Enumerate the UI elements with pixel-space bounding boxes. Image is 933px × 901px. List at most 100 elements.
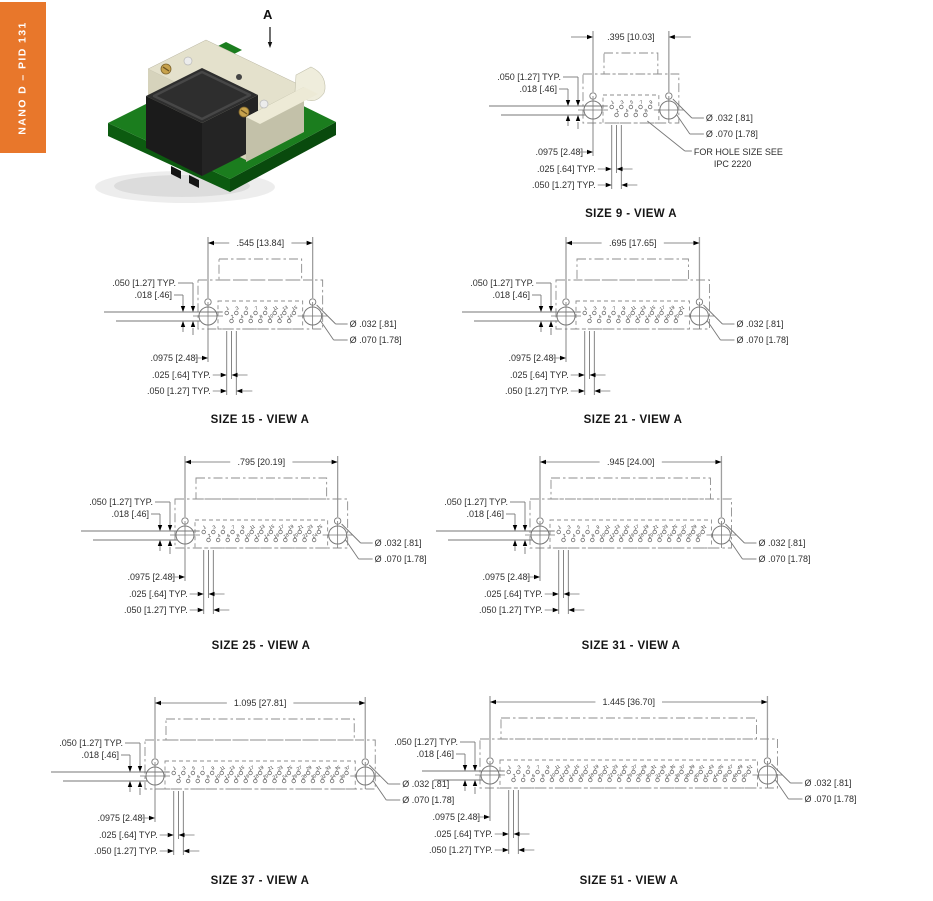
- drawing-title-size25: SIZE 25 - VIEW A: [211, 640, 311, 652]
- pin-number: 12: [635, 313, 643, 321]
- pin-field-outline: [575, 300, 690, 330]
- arrowhead: [155, 700, 161, 706]
- shell-hole: [259, 99, 269, 109]
- pin-number: 30: [310, 773, 318, 781]
- pin-number: 2: [230, 314, 235, 321]
- pin-hole: [334, 770, 340, 776]
- callout-left-050: .050 [1.27] TYP.: [112, 278, 176, 288]
- pin-hole: [244, 537, 250, 543]
- arrowhead: [563, 591, 570, 597]
- pin-number: 18: [638, 532, 646, 540]
- callout-025: .025 [.64] TYP.: [510, 370, 569, 380]
- arrowhead: [715, 459, 722, 465]
- pin-hole: [580, 537, 585, 543]
- pin-hole: [325, 770, 330, 776]
- jackpost-hole: [181, 517, 189, 525]
- pin-number: 6: [226, 533, 231, 540]
- arrowhead: [565, 115, 571, 121]
- pin-number: 27: [681, 524, 689, 532]
- callout-0975: .0975 [2.48]: [127, 572, 175, 582]
- dia-070-label: Ø .070 [1.78]: [350, 335, 402, 345]
- pin-hole: [235, 537, 240, 543]
- pin-hole: [287, 529, 293, 535]
- pin-number: 16: [628, 532, 636, 540]
- pin-number: 8: [644, 108, 649, 115]
- pin-hole: [688, 769, 694, 775]
- pin-number: 50: [741, 772, 749, 780]
- arrowhead: [267, 42, 273, 48]
- shell-hole: [183, 56, 193, 66]
- pin-hole: [703, 777, 708, 783]
- pin-hole: [302, 537, 307, 543]
- arrowhead: [587, 34, 593, 40]
- pin-number: 8: [206, 774, 211, 781]
- dia-032-label: Ø .032 [.81]: [706, 113, 753, 123]
- connector-3d-photo: [95, 27, 336, 203]
- leader: [372, 780, 387, 801]
- insert-outline: [576, 258, 689, 281]
- pin-number: 1: [172, 765, 177, 772]
- dia-070-label: Ø .070 [1.78]: [375, 554, 427, 564]
- width-dim-label: .945 [24.00]: [607, 457, 655, 467]
- pin-hole: [549, 777, 555, 783]
- pin-hole: [206, 537, 211, 543]
- pin-number: 4: [217, 533, 222, 540]
- arrowhead: [167, 525, 173, 531]
- arrowhead: [157, 525, 163, 531]
- arrowhead: [157, 540, 163, 546]
- pin-number: 1: [507, 764, 512, 771]
- pin-hole: [211, 529, 216, 535]
- drawing-title-size31: SIZE 31 - VIEW A: [581, 640, 681, 652]
- pin-number: 5: [629, 99, 634, 106]
- callout-050: .050 [1.27] TYP.: [532, 180, 596, 190]
- pin-hole: [585, 529, 590, 535]
- arrowhead: [213, 607, 220, 613]
- pin-hole: [590, 537, 595, 543]
- pin-number: 18: [283, 532, 291, 540]
- pin-number: 37: [344, 765, 352, 773]
- pin-hole: [578, 777, 583, 783]
- pin-hole: [530, 777, 535, 783]
- pin-hole: [741, 777, 747, 783]
- pin-number: 28: [686, 532, 694, 540]
- dia-032-label: Ø .032 [.81]: [350, 319, 397, 329]
- pin-hole: [248, 770, 253, 776]
- pin-number: 26: [676, 532, 684, 540]
- pin-number: 5: [602, 305, 607, 312]
- dia-070-label: Ø .070 [1.78]: [736, 335, 788, 345]
- callout-025: .025 [.64] TYP.: [537, 164, 596, 174]
- callout-025: .025 [.64] TYP.: [129, 589, 188, 599]
- pin-number: 6: [607, 314, 612, 321]
- pin-hole: [254, 537, 259, 543]
- pin-hole: [344, 770, 349, 776]
- leader: [703, 304, 723, 325]
- width-dim-label: .695 [17.65]: [609, 238, 657, 248]
- body-outline: [582, 73, 680, 124]
- pin-hole: [233, 778, 239, 784]
- pin-number: 16: [654, 313, 662, 321]
- pin-number: 4: [522, 773, 527, 780]
- pin-number: 19: [592, 764, 600, 772]
- pin-hole: [635, 318, 640, 324]
- pin-hole: [281, 778, 287, 784]
- callout-left-018: .018 [.46]: [519, 84, 557, 94]
- pin-number: 36: [674, 772, 682, 780]
- pin-hole: [268, 529, 274, 535]
- pin-hole: [588, 777, 593, 783]
- jackpost-hole: [717, 517, 726, 525]
- arrowhead: [512, 525, 518, 531]
- jackpost-hole: [695, 298, 704, 306]
- pin-number: 7: [586, 524, 591, 531]
- pin-hole: [673, 318, 679, 324]
- pin-number: 26: [291, 773, 299, 781]
- view-a-label: A: [263, 7, 273, 22]
- dia-070-label: Ø .070 [1.78]: [706, 129, 758, 139]
- pin-hole: [643, 112, 648, 118]
- callout-025: .025 [.64] TYP.: [484, 589, 543, 599]
- pin-number: 19: [642, 524, 650, 532]
- pin-hole: [181, 770, 186, 776]
- pin-hole: [520, 777, 526, 783]
- arrowhead: [208, 240, 214, 246]
